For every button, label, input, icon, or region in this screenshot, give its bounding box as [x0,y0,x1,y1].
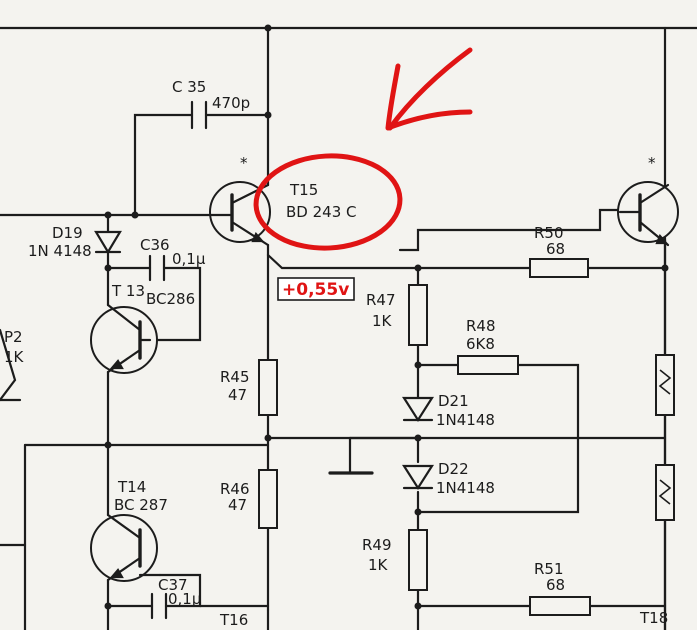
d19-name: D19 [52,224,83,242]
t14-type: BC 287 [114,496,168,514]
diode-d22: D22 1N4148 [401,460,495,497]
r51-value: 68 [546,576,565,594]
r49-value: 1K [368,556,389,574]
t13-name: T 13 [111,282,145,300]
r45-name: R45 [220,368,250,386]
t15-star: * [240,154,248,172]
capacitor-c35: C 35 470p [172,78,250,130]
t13-type: BC286 [146,290,195,308]
d19-type: 1N 4148 [28,242,92,260]
t15-name: T15 [289,181,318,199]
d22-type: 1N4148 [436,479,495,497]
transistor-t14: T14 BC 287 [90,478,168,582]
transistor-t17: * [617,154,679,247]
r46-value: 47 [228,496,247,514]
diode-d19: D19 1N 4148 [28,224,122,260]
t17-star: * [648,154,656,172]
c36-value: 0,1µ [172,250,206,268]
c36-name: C36 [140,236,170,254]
r47-name: R47 [366,291,396,309]
t15-type: BD 243 C [286,203,356,221]
voltage-annotation: +0,55v [282,280,349,300]
t18-name: T18 [639,609,668,627]
r48-value: 6K8 [466,335,495,353]
resistor-right-1 [655,354,675,416]
r45-value: 47 [228,386,247,404]
resistor-right-2 [655,464,675,521]
resistor-r47: R47 1K [366,284,428,346]
p2-value: 1K [4,348,25,366]
capacitor-c37: C37 0,1µ [150,576,202,620]
resistor-r45: R45 47 [220,359,278,416]
diode-d21: D21 1N4148 [401,392,495,429]
d21-name: D21 [438,392,469,410]
c37-value: 0,1µ [168,590,202,608]
r46-name: R46 [220,480,250,498]
resistor-r48: R48 6K8 [457,317,519,375]
capacitor-c36: C36 0,1µ [140,236,206,282]
resistor-r49: R49 1K [362,529,428,591]
r47-value: 1K [372,312,393,330]
red-annotations: +0,55v [253,47,473,301]
resistor-r50: R50 68 [529,224,589,278]
t14-name: T14 [117,478,146,496]
c35-value: 470p [212,94,250,112]
resistor-r51: R51 68 [529,560,591,616]
wires [0,26,697,630]
t16-name: T16 [219,611,248,629]
r50-name: R50 [534,224,564,242]
transistor-t13: T 13 BC286 [90,282,195,374]
r51-name: R51 [534,560,564,578]
d21-type: 1N4148 [436,411,495,429]
d22-name: D22 [438,460,469,478]
potentiometer-p2: P2 1K [4,328,25,366]
highlight-circle [253,153,403,251]
c35-name: C 35 [172,78,206,96]
r50-value: 68 [546,240,565,258]
p2-name: P2 [4,328,23,346]
c37-name: C37 [158,576,188,594]
junctions [104,24,669,610]
arrow-head [385,63,473,131]
r49-name: R49 [362,536,392,554]
voltage-box [277,277,355,301]
arrow-shaft [387,47,473,131]
r48-name: R48 [466,317,496,335]
resistor-r46: R46 47 [220,469,278,529]
